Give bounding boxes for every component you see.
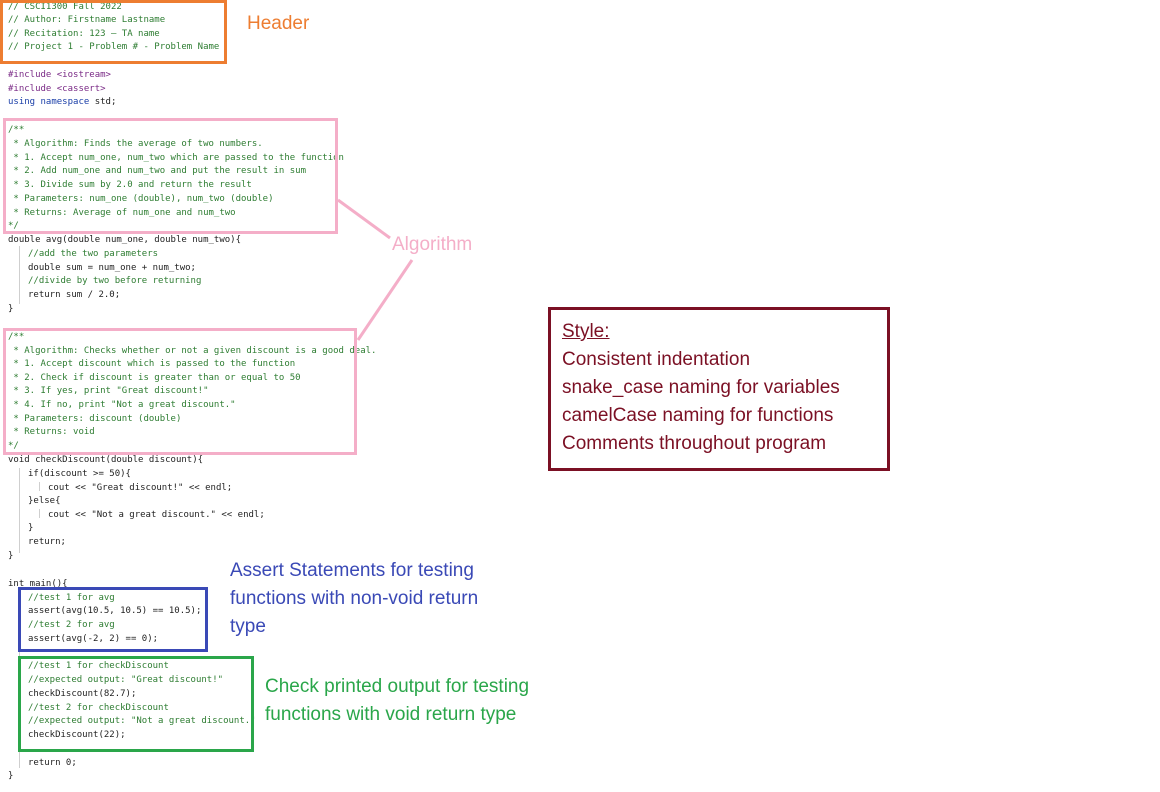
code-text: std; xyxy=(89,97,117,107)
style-item: snake_case naming for variables xyxy=(562,377,840,398)
code-doc-line: * Returns: void xyxy=(8,427,95,437)
code-doc-line: */ xyxy=(8,221,19,231)
style-item: camelCase naming for functions xyxy=(562,405,834,426)
code-call-line: checkDiscount(82.7); xyxy=(28,689,137,699)
code-comment-line: //expected output: "Not a great discount… xyxy=(28,716,256,726)
code-header-line: // Recitation: 123 – TA name xyxy=(8,29,160,39)
code-doc-line: * 1. Accept num_one, num_two which are p… xyxy=(8,153,344,163)
code-line: return sum / 2.0; xyxy=(28,290,121,300)
code-doc-line: /** xyxy=(8,125,25,135)
header-highlight-box xyxy=(0,0,227,64)
code-line: }else{ xyxy=(28,496,61,506)
code-doc-line: * Parameters: discount (double) xyxy=(8,414,182,424)
assert-label-line: Assert Statements for testing xyxy=(230,560,474,581)
code-close-brace: } xyxy=(8,771,14,781)
code-include-line: #include <iostream> xyxy=(8,70,111,80)
assert-statements-label: Assert Statements for testing functions … xyxy=(230,557,478,641)
code-comment-line: //test 2 for checkDiscount xyxy=(28,703,169,713)
code-comment-line: //expected output: "Great discount!" xyxy=(28,675,224,685)
code-close-brace: } xyxy=(28,523,34,533)
code-using-line: using namespace std; xyxy=(8,95,116,109)
indent-guide xyxy=(19,468,20,553)
code-line: cout << "Great discount!" << endl; xyxy=(48,483,233,493)
code-comment-line: //add the two parameters xyxy=(28,249,159,259)
code-doc-line: * 3. Divide sum by 2.0 and return the re… xyxy=(8,180,252,190)
algorithm-connector-line-top xyxy=(337,198,391,240)
code-header-line: // CSCI1300 Fall 2022 xyxy=(8,2,122,12)
print-output-highlight-box xyxy=(18,656,254,752)
header-label: Header xyxy=(247,13,310,34)
code-doc-line: * 2. Check if discount is greater than o… xyxy=(8,373,301,383)
print-label-line: functions with void return type xyxy=(265,704,517,725)
code-doc-line: * 2. Add num_one and num_two and put the… xyxy=(8,166,307,176)
code-doc-line: */ xyxy=(8,441,19,451)
code-keyword: using namespace xyxy=(8,97,90,107)
code-doc-line: /** xyxy=(8,332,25,342)
code-comment-line: //test 2 for avg xyxy=(28,620,115,630)
assert-label-line: type xyxy=(230,616,266,637)
code-doc-line: * Algorithm: Finds the average of two nu… xyxy=(8,139,263,149)
code-comment-line: //divide by two before returning xyxy=(28,276,202,286)
code-doc-line: * 4. If no, print "Not a great discount.… xyxy=(8,400,236,410)
code-doc-line: * 1. Accept discount which is passed to … xyxy=(8,359,296,369)
code-doc-line: * Parameters: num_one (double), num_two … xyxy=(8,194,274,204)
code-assert-line: assert(avg(10.5, 10.5) == 10.5); xyxy=(28,606,202,616)
code-include-line: #include <cassert> xyxy=(8,84,106,94)
indent-guide xyxy=(19,246,20,304)
code-line: return; xyxy=(28,537,66,547)
code-checkdiscount-signature: void checkDiscount(double discount){ xyxy=(8,455,204,465)
algorithm-connector-line-bottom xyxy=(356,259,414,341)
indent-guide xyxy=(39,482,40,491)
code-avg-signature: double avg(double num_one, double num_tw… xyxy=(8,235,241,245)
code-header-line: // Author: Firstname Lastname xyxy=(8,15,166,25)
code-header-line: // Project 1 - Problem # - Problem Name xyxy=(8,42,220,52)
code-call-line: checkDiscount(22); xyxy=(28,730,126,740)
algorithm-highlight-box-checkdiscount xyxy=(3,328,357,455)
code-comment-line: //test 1 for checkDiscount xyxy=(28,661,169,671)
style-title: Style: xyxy=(562,321,610,342)
code-line: if(discount >= 50){ xyxy=(28,469,131,479)
code-doc-line: * Algorithm: Checks whether or not a giv… xyxy=(8,346,377,356)
assert-label-line: functions with non-void return xyxy=(230,588,479,609)
algorithm-label: Algorithm xyxy=(392,234,473,255)
style-item: Comments throughout program xyxy=(562,433,827,454)
indent-guide xyxy=(39,509,40,518)
printed-output-label: Check printed output for testing functio… xyxy=(265,673,529,729)
algorithm-highlight-box-avg xyxy=(3,118,338,234)
code-close-brace: } xyxy=(8,304,14,314)
style-guidelines-box: Style: Consistent indentation snake_case… xyxy=(548,307,890,471)
code-comment-line: //test 1 for avg xyxy=(28,593,115,603)
code-doc-line: * Returns: Average of num_one and num_tw… xyxy=(8,208,236,218)
code-assert-line: assert(avg(-2, 2) == 0); xyxy=(28,634,159,644)
code-line: double sum = num_one + num_two; xyxy=(28,263,196,273)
code-main-signature: int main(){ xyxy=(8,579,68,589)
style-item: Consistent indentation xyxy=(562,349,751,370)
assert-highlight-box xyxy=(18,587,208,652)
code-doc-line: * 3. If yes, print "Great discount!" xyxy=(8,386,209,396)
code-line: return 0; xyxy=(28,758,77,768)
print-label-line: Check printed output for testing xyxy=(265,676,530,697)
code-listing: // CSCI1300 Fall 2022 // Author: Firstna… xyxy=(8,0,548,792)
code-close-brace: } xyxy=(8,551,14,561)
code-line: cout << "Not a great discount." << endl; xyxy=(48,510,265,520)
